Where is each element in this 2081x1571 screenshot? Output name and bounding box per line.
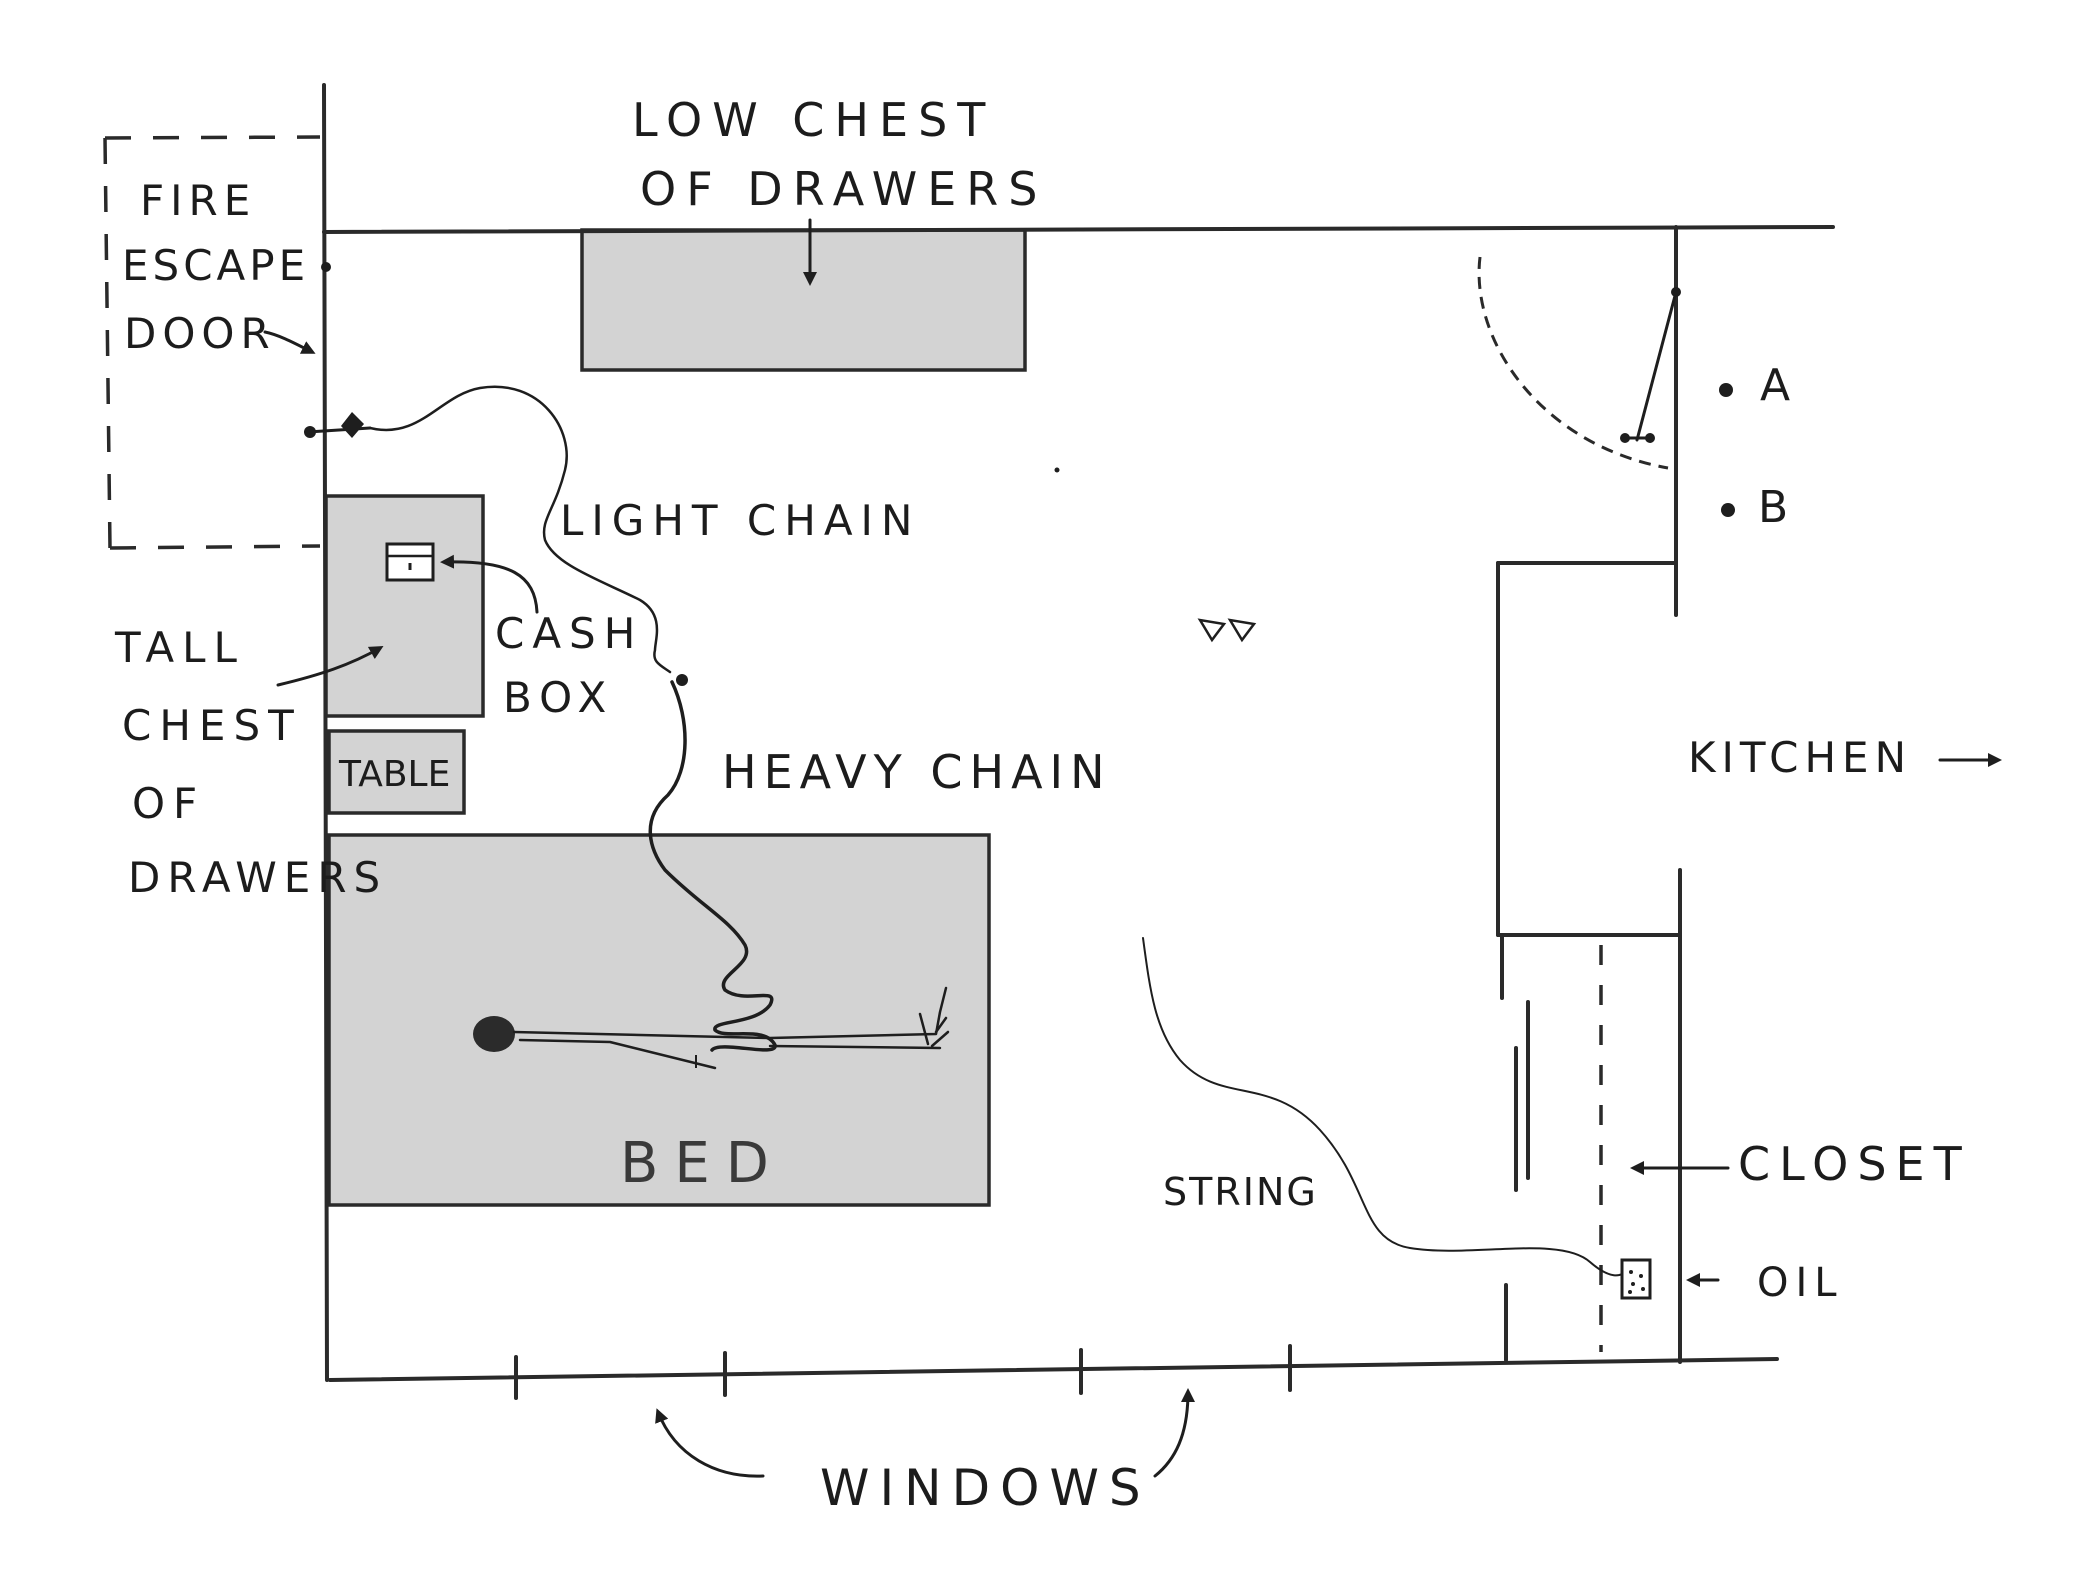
oil-can-icon: [1620, 1258, 1652, 1300]
string-line: [1142, 937, 1631, 1277]
kitchen-door-hinge: [1671, 287, 1681, 297]
fire-escape-label-2: ESCAPE: [122, 241, 309, 290]
tall-chest-label-4: DRAWERS: [128, 853, 387, 902]
cash-box-label-1: CASH: [495, 609, 643, 658]
windows-label: WINDOWS: [820, 1459, 1151, 1517]
cash-box-label-2: BOX: [503, 673, 614, 722]
door-lock: [304, 412, 372, 438]
pointer-arrows: [263, 218, 2002, 1478]
low-chest-label-2: OF DRAWERS: [640, 162, 1047, 216]
point-a-label: A: [1760, 360, 1790, 411]
table-label: TABLE: [338, 754, 450, 795]
kitchen-door-swing: [1477, 256, 1669, 470]
fire-escape-label-1: FIRE: [140, 176, 256, 225]
point-b-dot: [1721, 503, 1735, 517]
bed: [327, 833, 991, 1207]
fire-escape-door-hinge: [321, 262, 331, 272]
oil-label: OIL: [1757, 1260, 1844, 1306]
light-chain: [368, 385, 672, 674]
kitchen-label: KITCHEN: [1688, 733, 1912, 782]
heavy-chain-label: HEAVY CHAIN: [722, 745, 1112, 799]
kitchen-door: [1635, 290, 1678, 442]
string-label: STRING: [1163, 1170, 1318, 1214]
room-walls: [322, 83, 1835, 1382]
body-figure: [473, 986, 950, 1070]
tall-chest-label-3: OF: [132, 779, 205, 828]
eyeglasses-icon: [1197, 618, 1257, 643]
fire-escape-label-3: DOOR: [124, 309, 276, 358]
cash-box-icon: [385, 542, 435, 582]
low-chest-of-drawers: [580, 228, 1027, 372]
light-chain-label: LIGHT CHAIN: [560, 496, 920, 545]
bed-label: BED: [620, 1131, 785, 1196]
point-b-label: B: [1758, 482, 1788, 533]
point-a-dot: [1719, 383, 1733, 397]
table: [327, 729, 466, 815]
tall-chest-of-drawers: [324, 494, 485, 718]
low-chest-label-1: LOW CHEST: [632, 93, 995, 147]
light-chain-clip: [676, 674, 688, 686]
closet-label: CLOSET: [1738, 1137, 1971, 1191]
kitchen-door-knob: [1620, 433, 1655, 443]
heavy-chain: [648, 680, 777, 1052]
speck: [1054, 467, 1060, 473]
fire-escape-outline: [103, 135, 321, 550]
window-marks: [514, 1344, 1292, 1400]
tall-chest-label-1: TALL: [114, 623, 245, 672]
tall-chest-label-2: CHEST: [122, 701, 302, 750]
